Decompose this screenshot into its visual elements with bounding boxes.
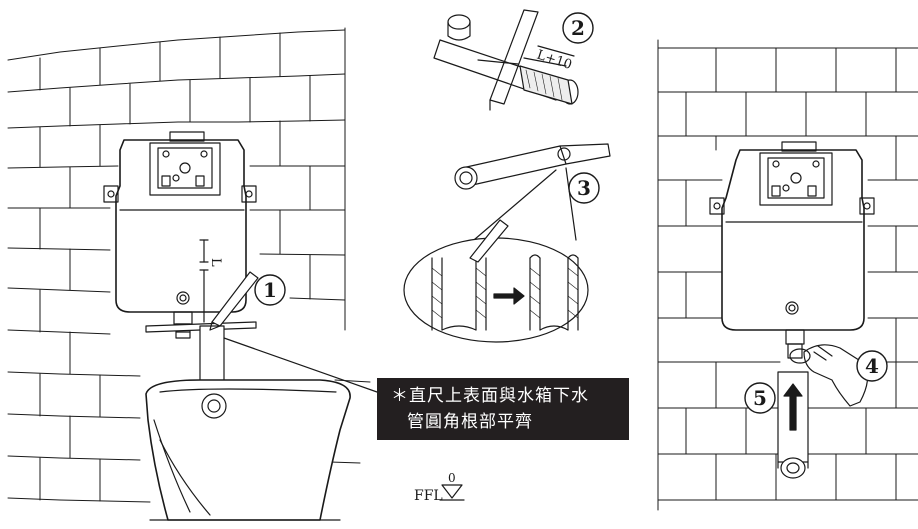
left-wall-tiles xyxy=(7,27,371,503)
pipe-chamfer-illustration xyxy=(403,143,611,343)
instruction-note-line-1: ＊直尺上表面與水箱下水 xyxy=(391,386,589,406)
ffl-marker xyxy=(439,484,465,501)
step-number-1: 1 xyxy=(263,278,277,302)
floor-zero-label: 0 xyxy=(448,471,456,485)
pipe-cutting-illustration xyxy=(433,9,579,111)
step-number-4: 4 xyxy=(865,354,879,378)
hand-pipe-connection xyxy=(777,344,869,479)
cistern-right xyxy=(709,141,875,359)
cut-length-label: L+10 xyxy=(535,48,574,73)
step-number-3: 3 xyxy=(577,176,591,200)
step-number-2: 2 xyxy=(571,16,585,40)
step-number-5: 5 xyxy=(753,386,767,410)
step-circles xyxy=(254,12,888,414)
instruction-note: ＊直尺上表面與水箱下水 管圓角根部平齊 xyxy=(377,378,629,440)
instruction-note-line-2: 管圓角根部平齊 xyxy=(407,412,533,432)
toilet-left xyxy=(145,379,351,521)
length-label: L xyxy=(208,258,223,267)
floor-level-label: FFL xyxy=(414,488,443,504)
right-wall-tiles xyxy=(657,39,918,511)
